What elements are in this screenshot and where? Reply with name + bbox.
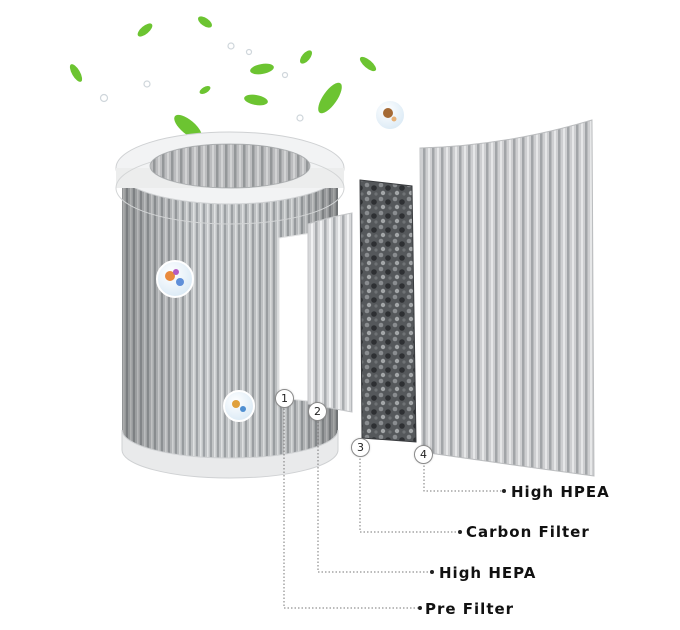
layer-2-number: 2 — [308, 402, 327, 421]
pollen-icon — [223, 390, 255, 422]
layer-2-label: High HEPA — [439, 564, 537, 582]
leader-dots — [418, 489, 506, 610]
leader-lines — [283, 405, 504, 609]
bacteria-icon — [156, 260, 194, 298]
layer-1-number: 1 — [275, 389, 294, 408]
layer-1-label: Pre Filter — [425, 600, 515, 618]
layer-3-number: 3 — [351, 438, 370, 457]
carbon-filter-sheet — [359, 179, 417, 443]
leaf-icon — [69, 16, 377, 140]
dust-icon — [374, 99, 406, 131]
hpea-filter-sheet — [419, 119, 595, 477]
hepa-filter-sheet — [307, 212, 353, 413]
layer-3-label: Carbon Filter — [466, 523, 590, 541]
layer-4-number: 4 — [414, 445, 433, 464]
air-bubbles — [99, 42, 304, 122]
layer-4-label: High HPEA — [511, 483, 610, 501]
